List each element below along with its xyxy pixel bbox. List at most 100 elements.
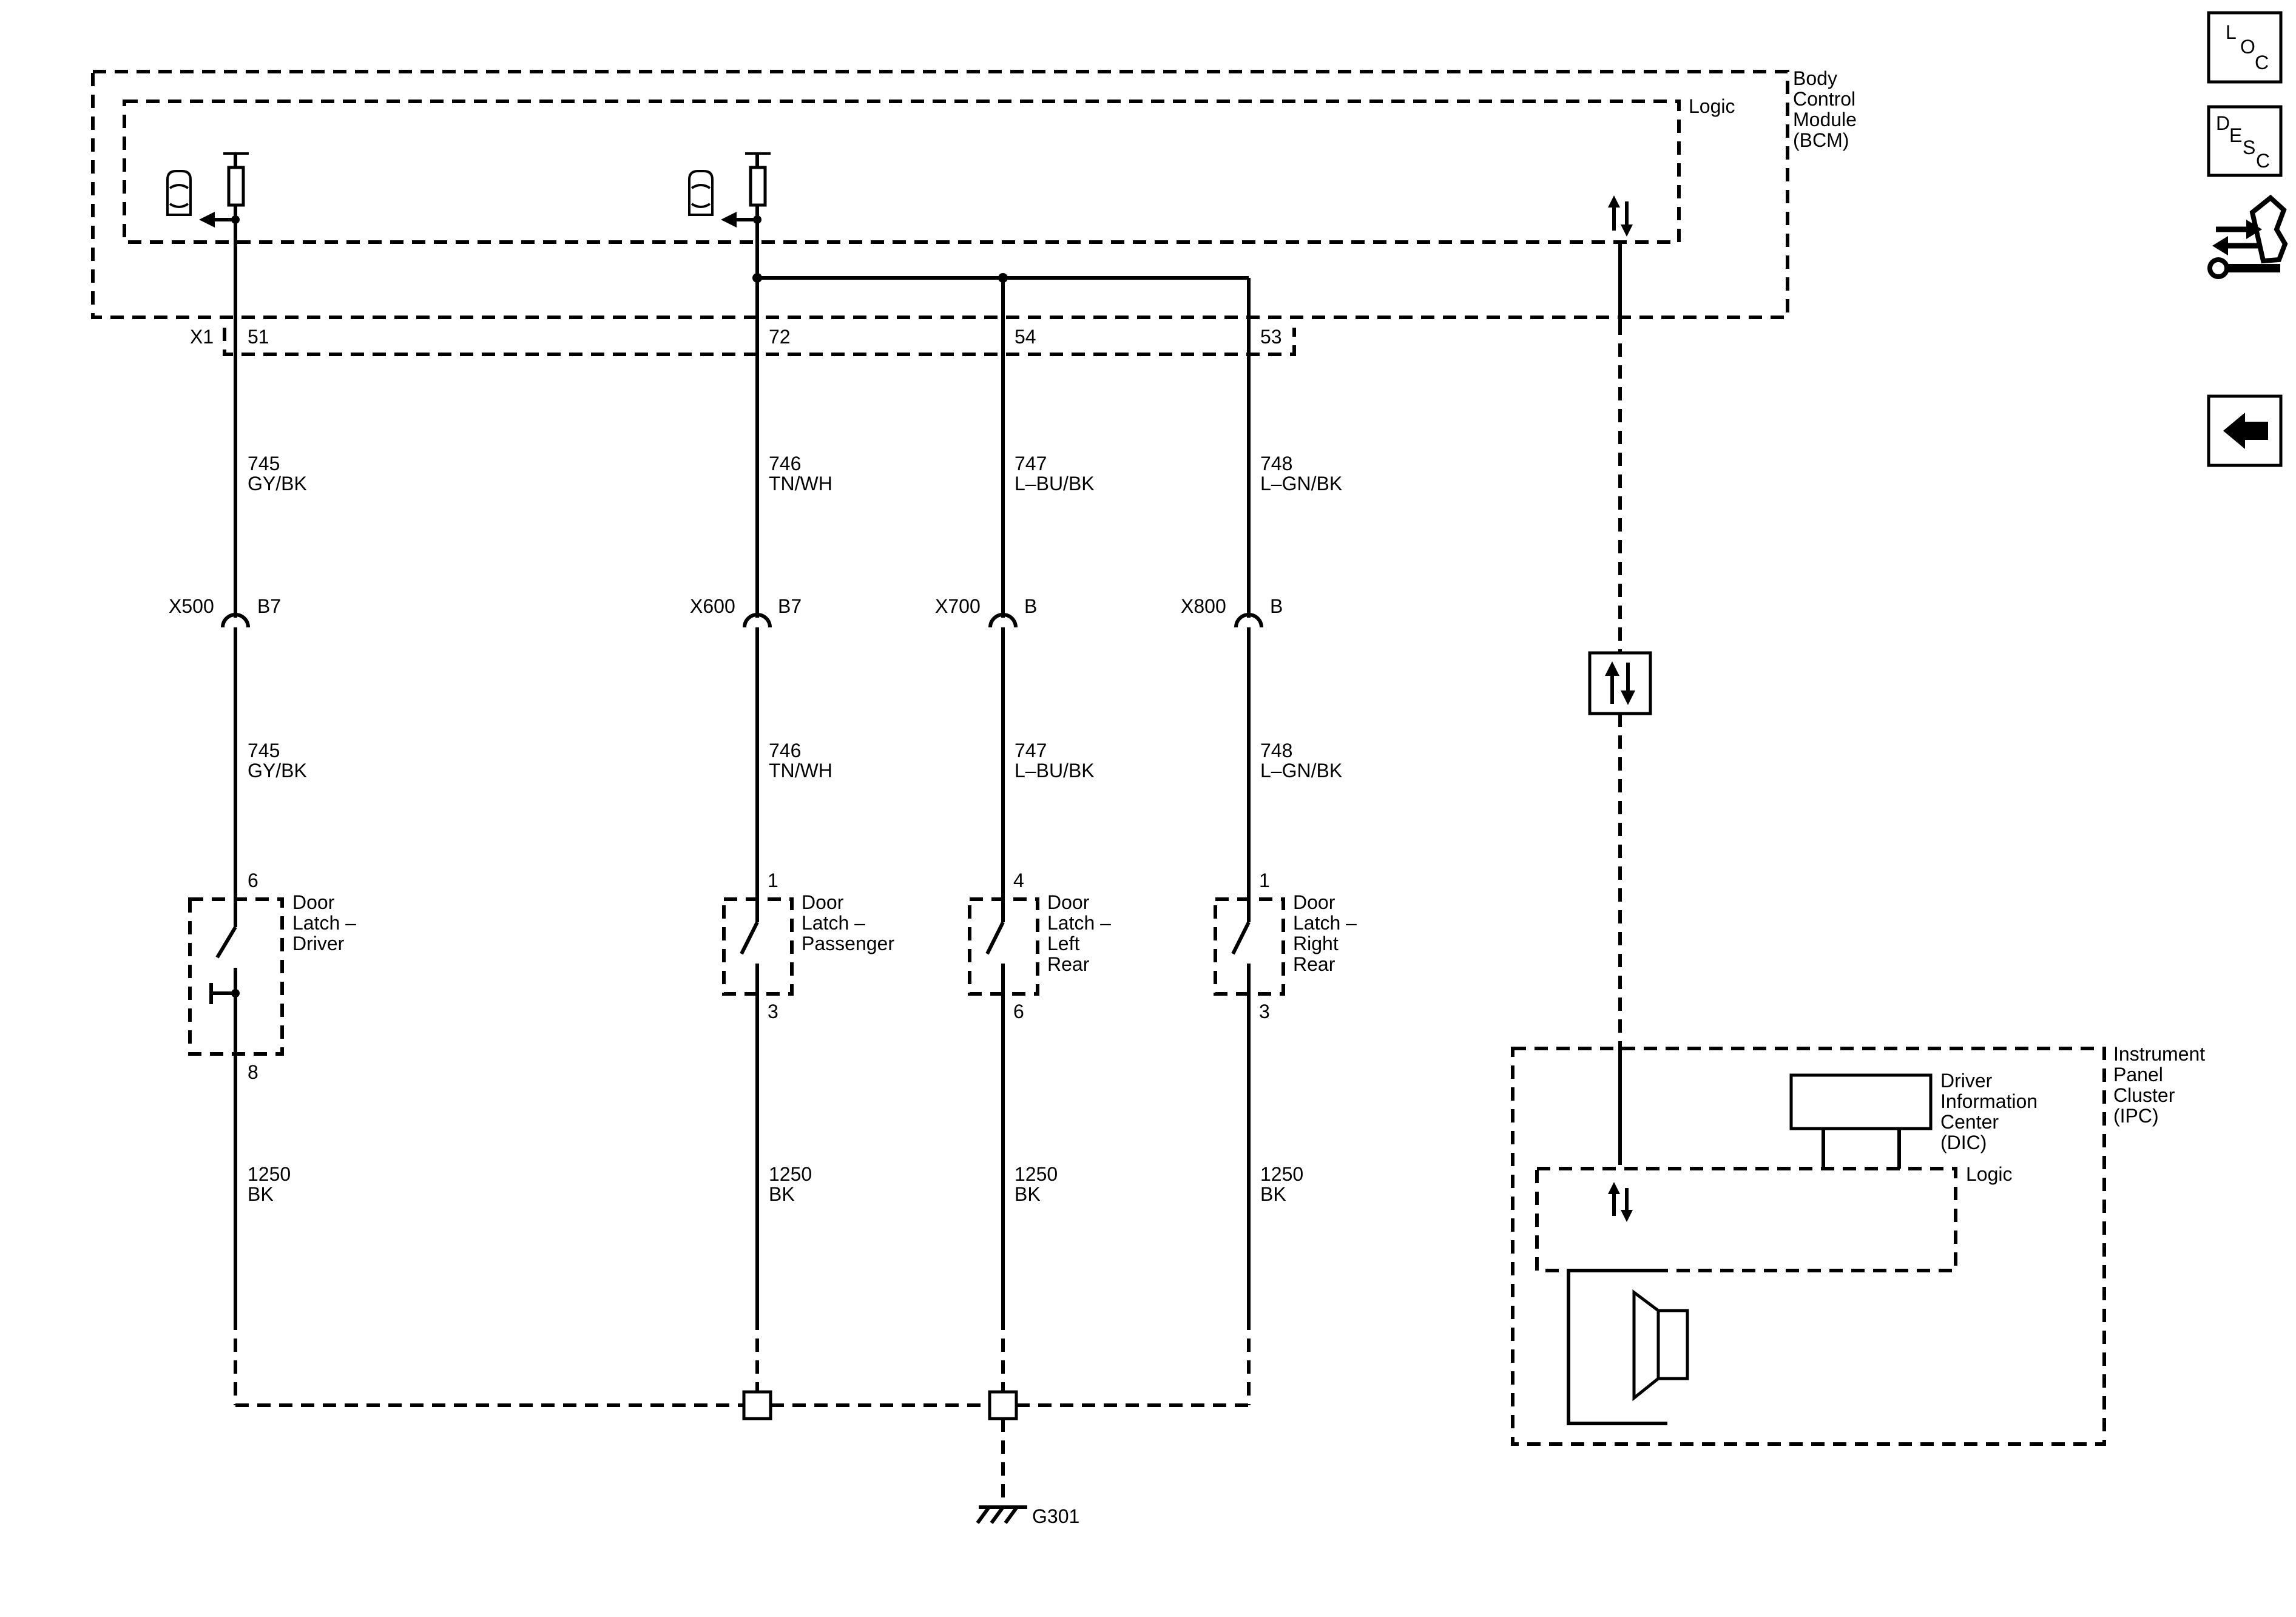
ipc-outline (1511, 1047, 2106, 1446)
latch-label: Door Latch – Left Rear (1047, 891, 1116, 975)
wire-color: L–GN/BK (1260, 760, 1342, 781)
circuit-number: 748 (1260, 740, 1292, 761)
ground-circuit-number: 1250 (1015, 1163, 1058, 1185)
vehicle-icon (166, 170, 192, 216)
inline-pin-label: B7 (778, 595, 802, 617)
dic-name: Driver Information Center (DIC) (1940, 1070, 2043, 1153)
ground-circuit-number: 1250 (1260, 1163, 1303, 1185)
vehicle-icon (688, 170, 714, 216)
ground-wire-color: BK (1015, 1183, 1041, 1205)
switch-contact (985, 921, 1005, 955)
splice-node (752, 273, 762, 283)
desc-icon-letter: E (2229, 124, 2242, 146)
pin-label: 72 (769, 326, 791, 348)
wire-color: GY/BK (248, 473, 307, 495)
inline-connector-symbol (988, 613, 1018, 628)
ipc-name: Instrument Panel Cluster (IPC) (2113, 1043, 2210, 1127)
latch-label: Door Latch – Driver (292, 891, 362, 954)
serial-data-arrows-icon (1608, 195, 1633, 237)
circuit-driver: 745 GY/BK X500 B7 745 GY/BK 6 Door Latch… (169, 349, 362, 1405)
wire-color: L–BU/BK (1015, 760, 1095, 781)
circuit-left-rear: 747 L–BU/BK X700 B 747 L–BU/BK 4 Door La… (935, 349, 1116, 1391)
bcm-logic-outline (123, 100, 1681, 244)
wire-color: TN/WH (769, 760, 832, 781)
ground-circuit-number: 1250 (769, 1163, 812, 1185)
bcm-module: Logic Body Control Module (BCM) (91, 67, 1862, 349)
loc-icon-letter: O (2240, 36, 2255, 58)
wire-color: TN/WH (769, 473, 832, 495)
circuit-number: 747 (1015, 740, 1047, 761)
pin-label: 1 (1259, 869, 1270, 891)
ground-wire-color: BK (769, 1183, 795, 1205)
ground-splice (988, 1390, 1018, 1420)
inline-connector-label: X500 (169, 595, 214, 617)
pin-label: 1 (768, 869, 778, 891)
loc-icon-letter: C (2255, 52, 2269, 73)
inline-connector-symbol (743, 613, 772, 628)
desc-icon-letter: C (2256, 150, 2270, 172)
ground-icon (976, 1505, 1027, 1524)
bcm-passenger-output (688, 152, 771, 349)
ground-splice (742, 1390, 772, 1420)
pin-label: 4 (1013, 869, 1024, 891)
circuit-number: 745 (248, 453, 280, 474)
circuit-passenger: 746 TN/WH X600 B7 746 TN/WH 1 Door Latch… (690, 349, 894, 1391)
desc-icon: D (2216, 112, 2230, 134)
latch-label: Door Latch – Passenger (802, 891, 894, 954)
pin-label: 3 (768, 1001, 778, 1022)
ground-label: G301 (1032, 1505, 1079, 1527)
circuit-number: 747 (1015, 453, 1047, 474)
switch-contact (215, 926, 237, 959)
ground-bus: G301 (235, 1390, 1249, 1527)
desc-icon-letter: S (2243, 137, 2255, 158)
switch-contact (1231, 921, 1251, 955)
inline-connector-label: X800 (1181, 595, 1226, 617)
dic-display (1789, 1073, 1933, 1130)
latch-label: Door Latch – Right Rear (1293, 891, 1362, 975)
inline-connector-symbol (221, 613, 250, 628)
wire-color: GY/BK (248, 760, 307, 781)
pin-label: 6 (248, 869, 258, 891)
serial-data-arrows-icon (1608, 1182, 1633, 1222)
inline-pin-label: B7 (257, 595, 281, 617)
ipc-logic-label: Logic (1966, 1163, 2013, 1185)
pin-label: 54 (1015, 326, 1036, 348)
nav-loc-button[interactable]: L O C (2207, 11, 2283, 84)
nav-desc-button[interactable]: D E S C (2207, 105, 2283, 177)
inline-connector-label: X700 (935, 595, 981, 617)
pin-label: 8 (248, 1061, 258, 1083)
ground-wire-color: BK (248, 1183, 274, 1205)
serial-data-arrows-icon (1605, 661, 1635, 705)
bcm-driver-output (166, 152, 249, 349)
pin-label: 6 (1013, 1001, 1024, 1022)
nav-diagnostics-button[interactable] (2207, 194, 2288, 279)
inline-pin-label: B (1024, 595, 1037, 617)
inline-connector-symbol (1234, 613, 1263, 628)
serial-data-symbol (1588, 651, 1652, 715)
inline-pin-label: B (1270, 595, 1283, 617)
speaker-icon (1632, 1289, 1689, 1402)
pin-label: 51 (248, 326, 269, 348)
circuit-number: 746 (769, 453, 801, 474)
circuit-number: 748 (1260, 453, 1292, 474)
pin-label: 53 (1260, 326, 1282, 348)
switch-contact (740, 921, 759, 955)
circuit-right-rear: 748 L–GN/BK X800 B 748 L–GN/BK 1 Door La… (1181, 349, 1362, 1405)
back-arrow-icon (2223, 413, 2268, 449)
ground-circuit-number: 1250 (248, 1163, 291, 1185)
connector-label: X1 (190, 326, 214, 348)
inline-connector-label: X600 (690, 595, 735, 617)
bcm-name: Body Control Module (BCM) (1793, 67, 1862, 151)
nav-back-button[interactable] (2207, 394, 2283, 467)
bcm-outline (91, 70, 1789, 319)
bcm-logic-label: Logic (1689, 95, 1735, 117)
connector-wrench-icon (2207, 194, 2288, 279)
wire-color: L–GN/BK (1260, 473, 1342, 495)
bcm-connector-x1: X1 51 72 54 53 (190, 326, 1296, 356)
wire-color: L–BU/BK (1015, 473, 1095, 495)
pin-label: 3 (1259, 1001, 1270, 1022)
ipc-module: Instrument Panel Cluster (IPC) Driver In… (1511, 1043, 2210, 1446)
circuit-number: 745 (248, 740, 280, 761)
circuit-number: 746 (769, 740, 801, 761)
